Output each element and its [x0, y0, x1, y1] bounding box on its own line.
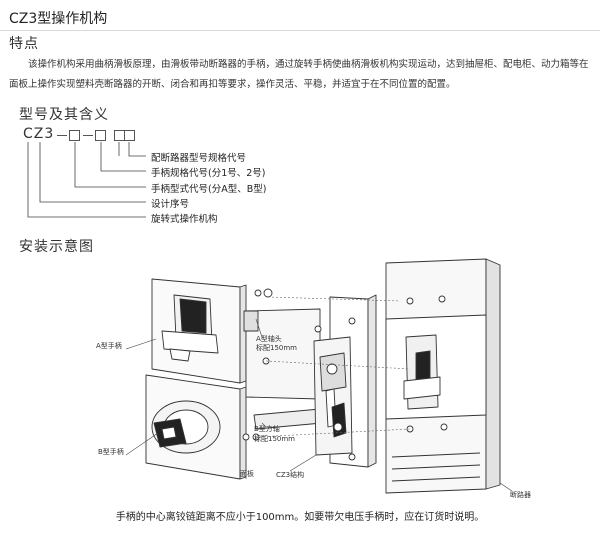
code-box-breaker	[124, 130, 135, 141]
legend-item-handle-type: 手柄型式代号(分A型、B型)	[151, 184, 267, 195]
label-b-standard-length: 标配150mm	[254, 435, 295, 443]
label-a-shaft-head: A型轴头	[256, 335, 282, 343]
label-a-standard-length: 标配150mm	[256, 344, 297, 352]
code-dash-2	[83, 135, 93, 136]
legend-item-design-no: 设计序号	[151, 199, 190, 210]
model-heading: 型号及其含义	[19, 107, 109, 123]
code-box-handle-type	[95, 130, 106, 141]
code-box-design	[69, 130, 80, 141]
model-code-leader-lines	[27, 142, 146, 218]
installation-drawing	[125, 258, 513, 494]
features-paragraph: 该操作机构采用曲柄滑板原理，由滑板带动断路器的手柄，通过旋转手柄使曲柄滑板机构实…	[9, 59, 589, 90]
model-code-prefix: CZ3	[23, 126, 55, 142]
installation-diagram: A型手柄 A型轴头 标配150mm B型手柄 B型方轴 标配150mm 面板 C…	[70, 257, 570, 505]
label-b-handle: B型手柄	[98, 448, 124, 456]
footer-note: 手柄的中心离铰链距离不应小于100mm。如要带欠电压手柄时，应在订货时说明。	[115, 512, 485, 523]
page-title: CZ3型操作机构	[9, 11, 108, 27]
label-circuit-breaker: 断路器	[510, 491, 531, 499]
label-a-handle: A型手柄	[96, 342, 122, 350]
legend-item-rotary-mechanism: 旋转式操作机构	[151, 214, 218, 225]
legend-item-handle-size: 手柄规格代号(分1号、2号)	[151, 168, 266, 179]
code-dash-1	[57, 135, 67, 136]
title-divider	[0, 30, 600, 31]
legend-item-breaker-code: 配断路器型号规格代号	[151, 153, 247, 164]
label-cz3-mechanism: CZ3结构	[276, 471, 305, 479]
install-heading: 安装示意图	[19, 239, 94, 255]
label-panel: 面板	[240, 470, 254, 478]
label-b-shaft: B型方轴	[254, 425, 280, 433]
features-heading: 特点	[9, 36, 39, 52]
